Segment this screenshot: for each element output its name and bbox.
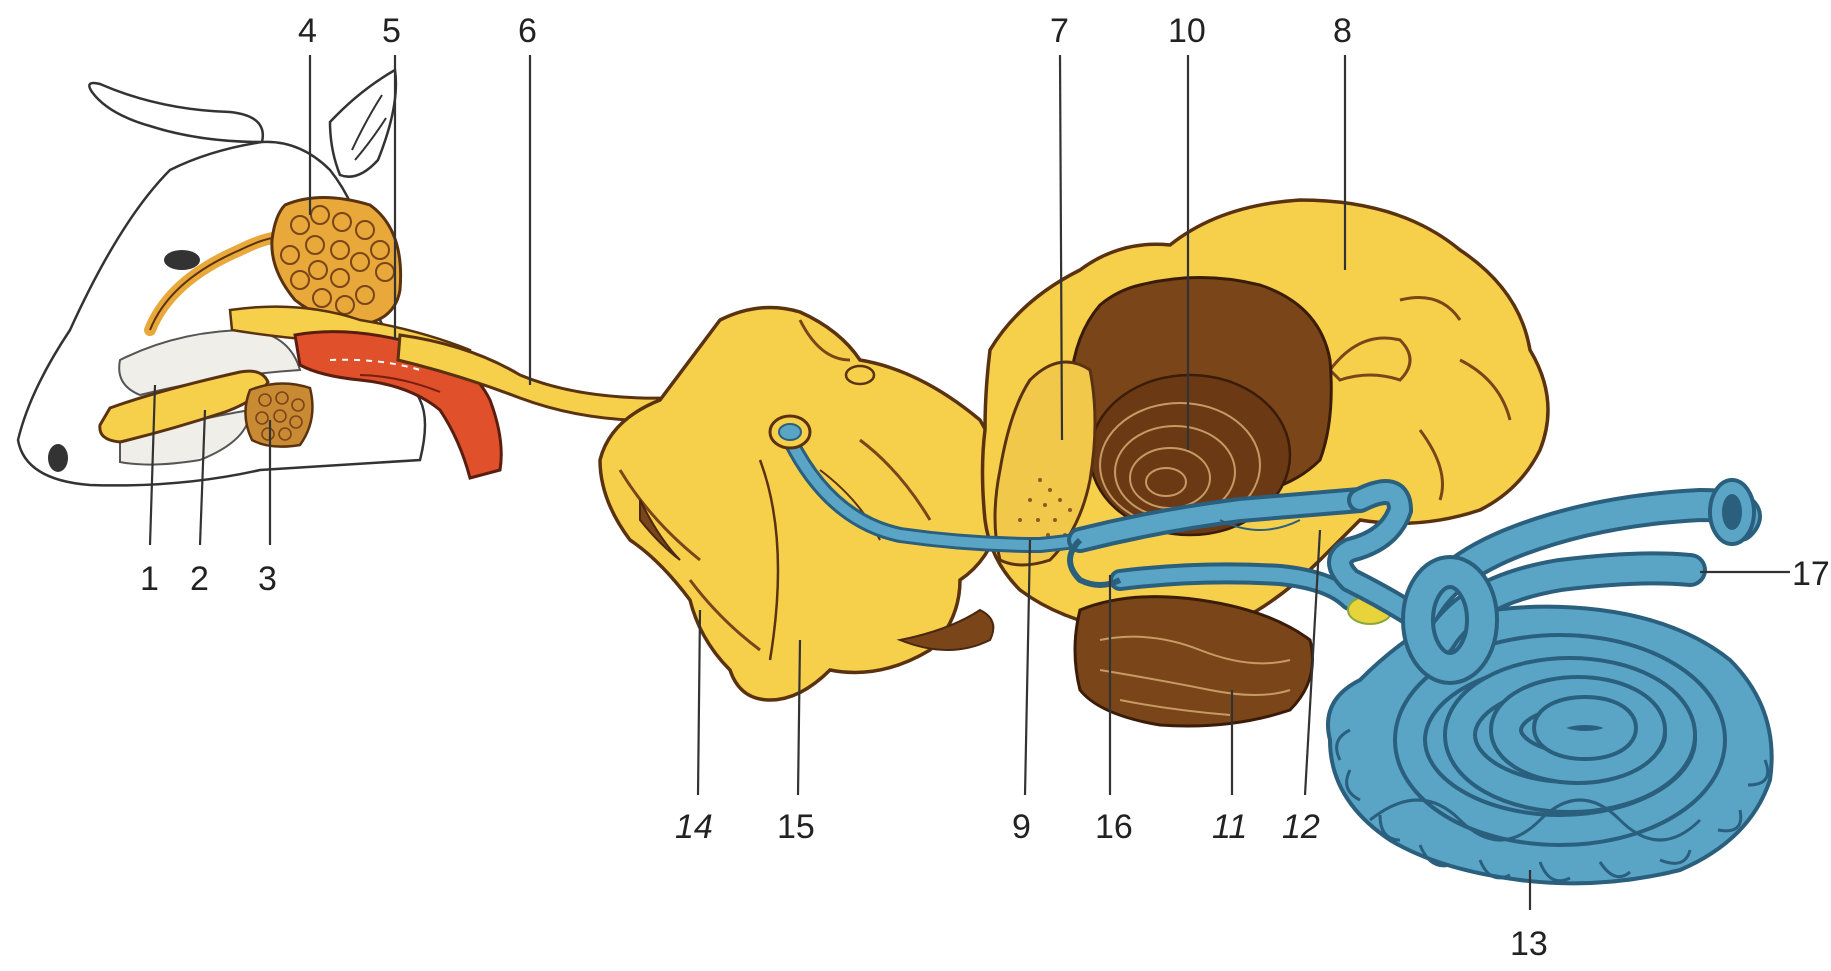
label-1: 1 [140, 560, 159, 598]
label-3: 3 [258, 560, 277, 598]
label-6: 6 [518, 12, 537, 50]
label-9: 9 [1012, 808, 1031, 846]
label-15: 15 [777, 808, 815, 846]
label-8: 8 [1333, 12, 1352, 50]
rumen [600, 308, 1003, 701]
label-10: 10 [1168, 12, 1206, 50]
label-11: 11 [1212, 808, 1247, 846]
label-4: 4 [298, 12, 317, 50]
label-14: 14 [675, 808, 713, 846]
sublingual-gland [245, 383, 312, 446]
label-16: 16 [1095, 808, 1133, 846]
label-17: 17 [1792, 555, 1830, 593]
label-7: 7 [1050, 12, 1069, 50]
label-12: 12 [1282, 808, 1320, 846]
label-2: 2 [190, 560, 209, 598]
label-5: 5 [382, 12, 401, 50]
intestines [1328, 607, 1772, 884]
label-13: 13 [1510, 925, 1548, 963]
